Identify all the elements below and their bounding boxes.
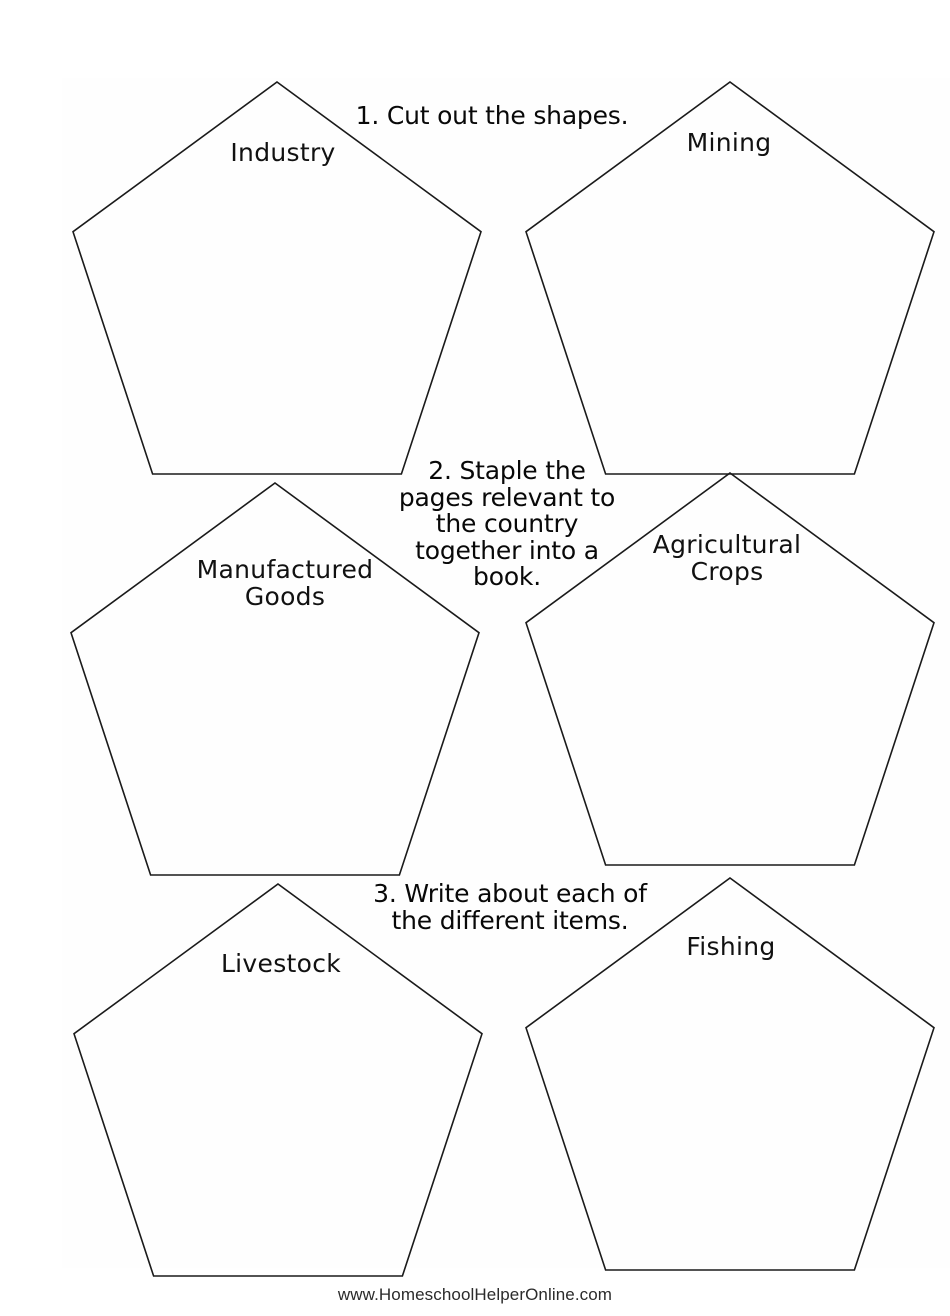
- instruction-step-1: 1. Cut out the shapes.: [355, 101, 629, 130]
- paper-sheet: [62, 78, 950, 1268]
- pentagon-mining: [525, 81, 935, 475]
- pentagon-label-fishing: Fishing: [686, 932, 776, 961]
- pentagon-agricultural-crops: [525, 472, 935, 866]
- pentagon-label-agricultural-crops: Agricultural Crops: [652, 530, 802, 586]
- pentagon-label-industry: Industry: [230, 138, 336, 167]
- site-footer: www.HomeschoolHelperOnline.com: [337, 1285, 613, 1304]
- pentagon-label-livestock: Livestock: [220, 949, 342, 978]
- pentagon-label-mining: Mining: [686, 128, 772, 157]
- instruction-step-2: 2. Staple the pages relevant to the coun…: [398, 456, 616, 591]
- pentagon-livestock: [73, 883, 483, 1277]
- pentagon-industry: [72, 81, 482, 475]
- instruction-step-3: 3. Write about each of the different ite…: [373, 879, 647, 935]
- pentagon-label-manufactured-goods: Manufactured Goods: [196, 555, 374, 611]
- pentagon-manufactured-goods: [70, 482, 480, 876]
- pentagon-fishing: [525, 877, 935, 1271]
